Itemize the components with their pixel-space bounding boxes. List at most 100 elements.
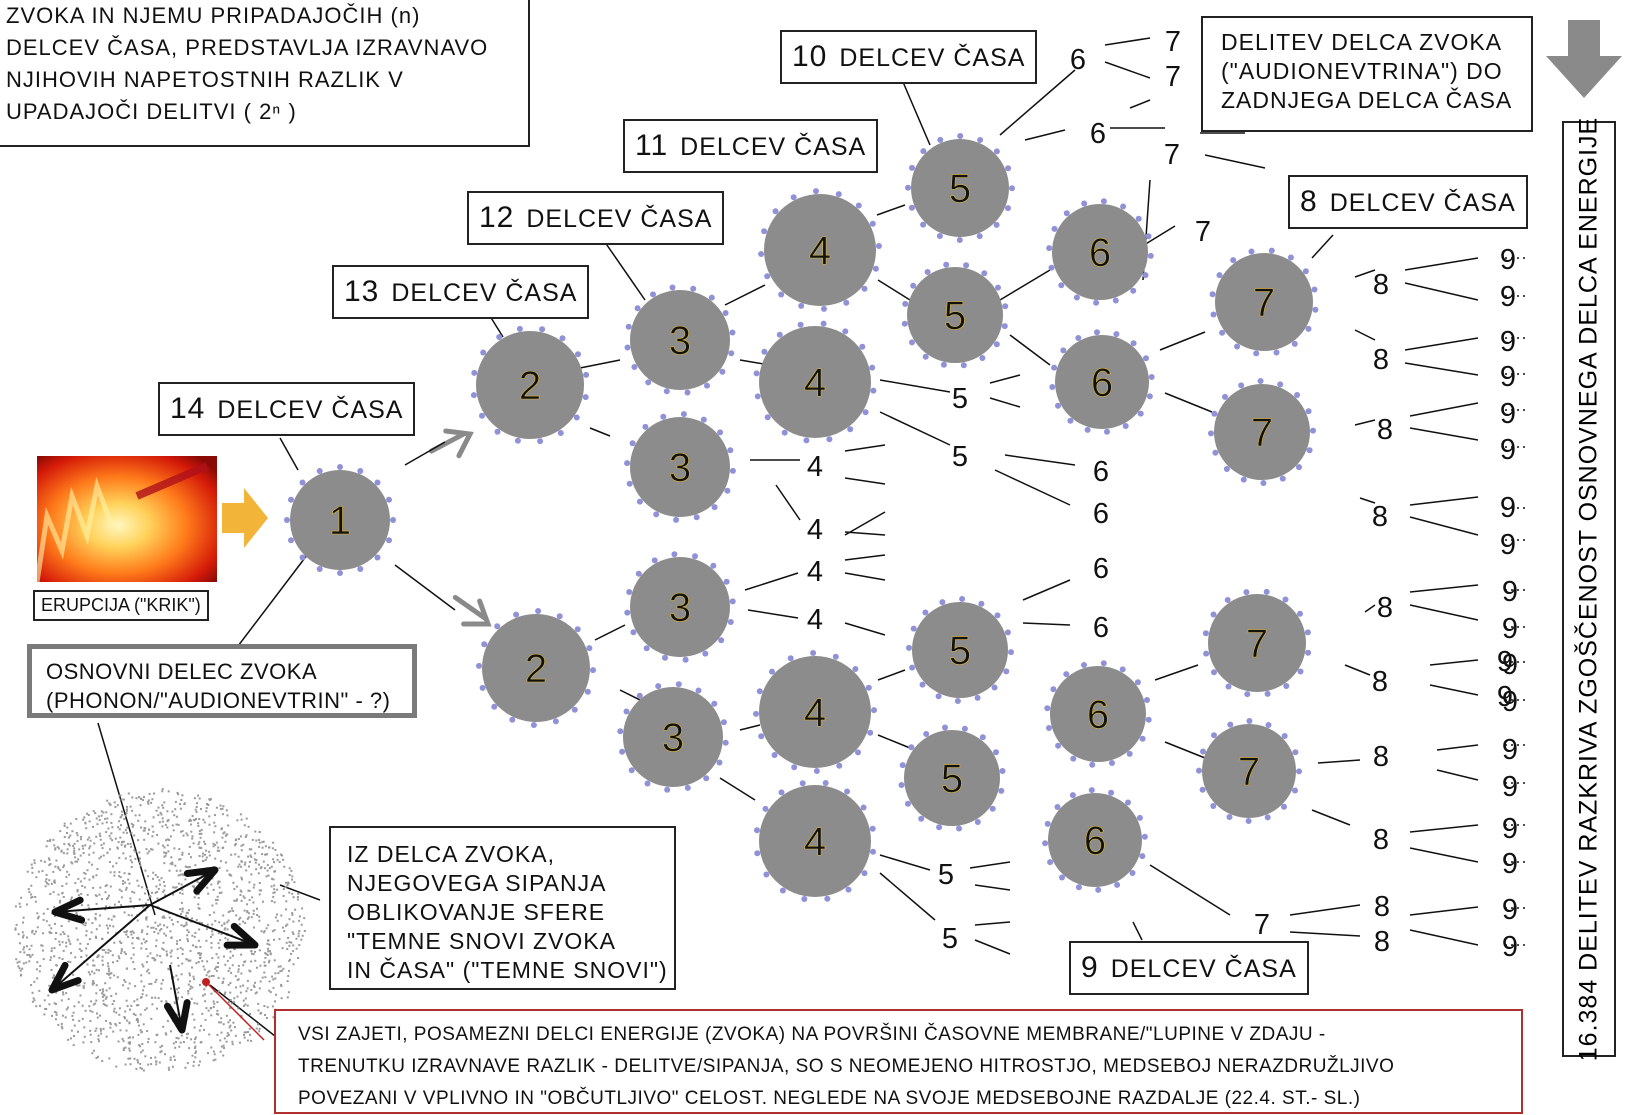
particle-number: 4 <box>804 361 826 405</box>
branch-dash <box>1409 604 1479 621</box>
orange-arrow-icon <box>222 488 268 548</box>
connector-line <box>1143 225 1176 246</box>
branch-dash <box>1436 744 1479 751</box>
branch-dash <box>1404 257 1479 271</box>
scatter-arrow-shaft <box>169 964 183 1031</box>
particle-number: 7 <box>1251 411 1273 455</box>
division-number: 6 <box>1090 118 1106 150</box>
sphere-note-box: IZ DELCA ZVOKA, NJEGOVEGA SIPANJA OBLIKO… <box>329 826 676 990</box>
particle-node: 3 <box>624 551 736 663</box>
division-number: 9 <box>1502 649 1518 681</box>
particle-node: 3 <box>624 411 736 523</box>
down-arrow-icon <box>1546 20 1622 98</box>
division-number: 4 <box>807 451 823 483</box>
division-note-line: DELITEV DELCA ZVOKA <box>1221 29 1503 55</box>
intro-line: NJIHOVIH NAPETOSTNIH RAZLIK V <box>6 67 404 92</box>
branch-dash <box>1409 427 1479 441</box>
connector-line <box>279 437 299 471</box>
division-number: 8 <box>1374 926 1390 958</box>
branch-dash <box>974 884 1011 891</box>
branch-dash <box>974 939 1011 955</box>
particle-number: 1 <box>329 499 351 543</box>
branch-dash <box>969 861 1011 869</box>
connector-line <box>879 379 951 393</box>
scatter-arrow-shaft <box>51 904 151 991</box>
particle-node: 6 <box>1042 787 1148 893</box>
division-number: 9 <box>1500 492 1516 524</box>
connector-line <box>394 564 456 611</box>
intro-line: DELCEV ČASA, PREDSTAVLJA IZRAVNAVO <box>6 35 489 60</box>
sphere-note-line: IZ DELCA ZVOKA, <box>347 841 555 867</box>
branch-dash <box>989 374 1021 384</box>
connector-line <box>879 411 951 446</box>
branch-dash <box>844 622 886 636</box>
sphere-note-line: NJEGOVEGA SIPANJA <box>347 870 607 896</box>
eruption-fire-image <box>37 456 217 582</box>
division-number: 6 <box>1093 456 1109 488</box>
time-label-number: 11 <box>635 129 669 162</box>
particle-number: 6 <box>1087 693 1109 737</box>
bottom-note-line: VSI ZAJETI, POSAMEZNI DELCI ENERGIJE (ZV… <box>298 1024 1326 1045</box>
connector-line <box>877 669 906 681</box>
sphere-note-line: "TEMNE SNOVI ZVOKA <box>347 928 616 954</box>
time-label-text: DELCEV ČASA <box>1110 955 1297 983</box>
branch-dash <box>1409 402 1479 417</box>
basic-particle-line: (PHONON/"AUDIONEVTRIN" - ?) <box>46 688 391 713</box>
division-number: 5 <box>942 923 958 955</box>
branch-dash <box>1409 584 1479 593</box>
intro-line: ZVOKA IN NJEMU PRIPADAJOČIH (n) <box>6 3 421 28</box>
particle-number: 6 <box>1084 819 1106 863</box>
branch-dash <box>1409 496 1479 506</box>
branch-dash <box>1354 269 1376 278</box>
branch-dash <box>994 469 1071 506</box>
branch-dash <box>1429 659 1479 666</box>
particle-node: 5 <box>901 261 1009 369</box>
particle-number: 3 <box>669 319 691 363</box>
connector-line <box>744 572 799 591</box>
division-number: 7 <box>1254 909 1270 941</box>
connector-line <box>719 777 756 801</box>
connector-line <box>589 427 611 437</box>
particle-node: 5 <box>906 596 1014 704</box>
branch-dash <box>1129 99 1151 109</box>
division-number: 5 <box>952 441 968 473</box>
branch-dash <box>844 531 886 536</box>
particle-node: 2 <box>470 325 590 445</box>
division-number: 9 <box>1497 646 1513 678</box>
connector-line <box>594 624 626 641</box>
division-number: 9 <box>1497 681 1513 713</box>
particle-number: 3 <box>662 716 684 760</box>
division-number: 5 <box>952 383 968 415</box>
branch-dash <box>1409 847 1479 863</box>
time-label-text: DELCEV ČASA <box>217 396 404 424</box>
branch-dash <box>1354 419 1376 426</box>
connector-line <box>879 854 931 871</box>
division-number: 8 <box>1374 891 1390 923</box>
division-number: 9 <box>1502 686 1518 718</box>
connector-line <box>234 537 321 651</box>
division-number: 5 <box>938 859 954 891</box>
division-number: 8 <box>1373 824 1389 856</box>
scatter-arrow-icon <box>183 866 219 895</box>
branch-dash <box>1409 516 1479 536</box>
particle-node: 7 <box>1202 588 1312 698</box>
division-number: 7 <box>1195 216 1211 248</box>
branch-dash <box>844 444 886 452</box>
arrow-down-right-icon <box>452 594 492 627</box>
connector-line <box>1024 129 1066 141</box>
particle-node: 4 <box>753 650 877 774</box>
time-label-number: 14 <box>170 392 206 425</box>
branch-dash <box>1359 497 1376 504</box>
division-number: 8 <box>1372 501 1388 533</box>
particle-number: 4 <box>804 820 826 864</box>
branch-dash <box>1104 61 1151 79</box>
branch-dash <box>1204 154 1266 169</box>
division-number: 8 <box>1373 344 1389 376</box>
particle-node: 3 <box>617 681 729 793</box>
connector-line <box>747 609 799 619</box>
particle-number: 5 <box>944 294 966 338</box>
connector-line <box>1132 921 1143 941</box>
